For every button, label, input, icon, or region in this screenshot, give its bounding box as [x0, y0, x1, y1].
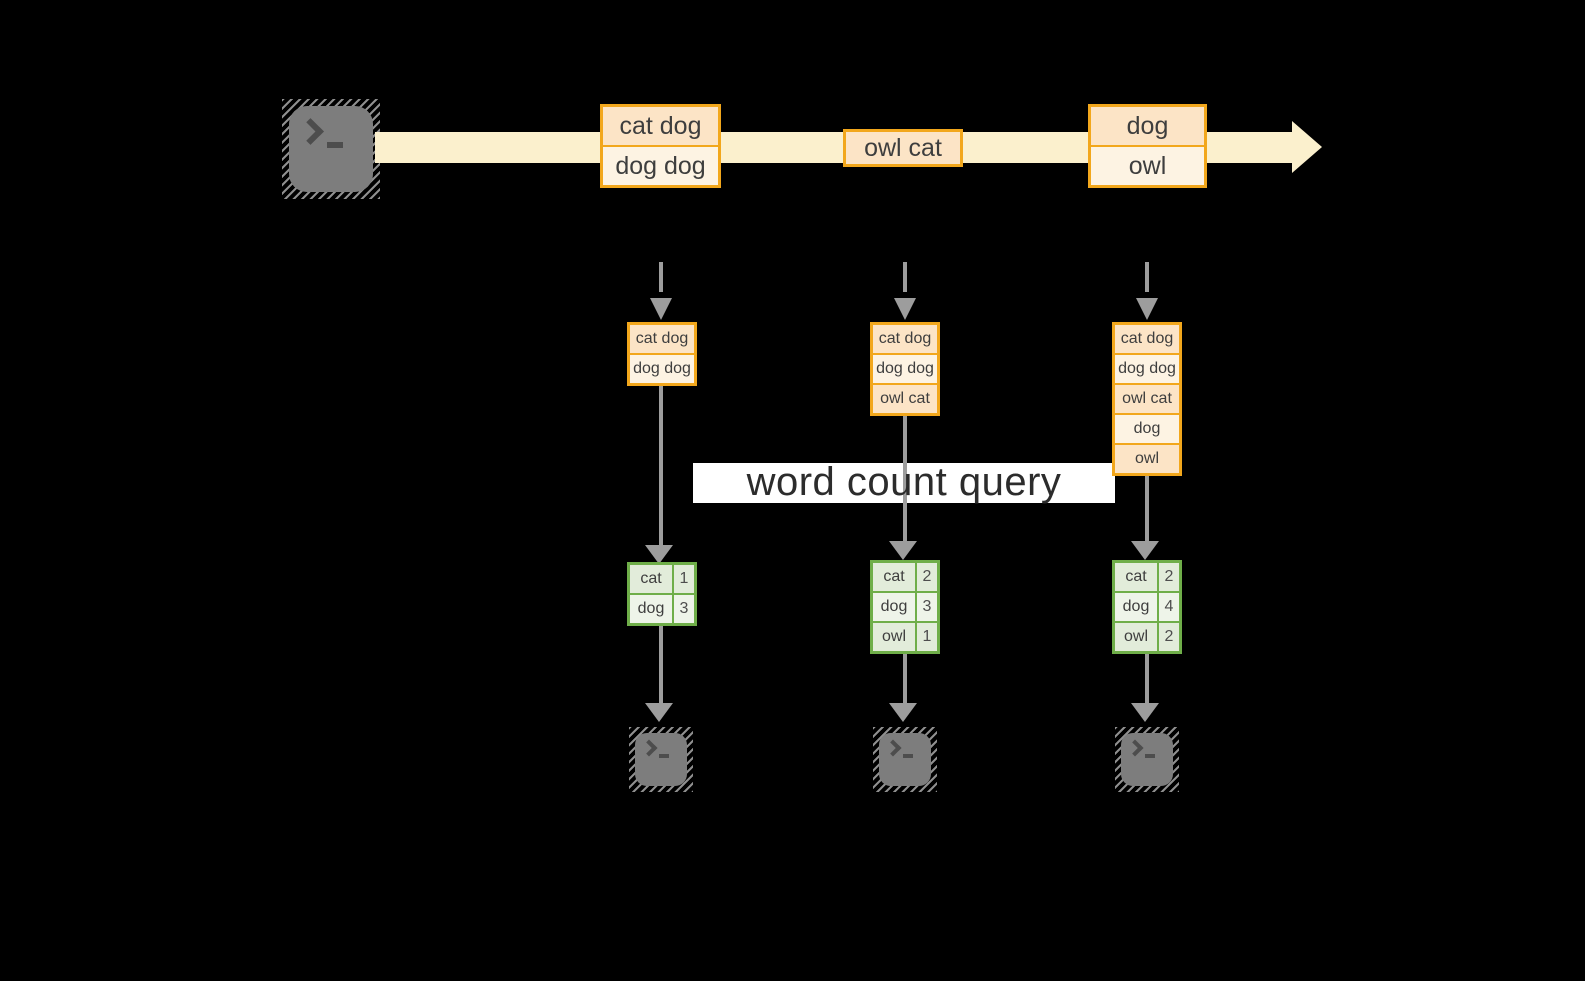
arrowhead-icon: [650, 298, 672, 320]
word-cell: dog: [1115, 593, 1157, 621]
stream-record: owl cat: [846, 132, 960, 164]
arrowhead-icon: [894, 298, 916, 320]
word-count-table-1: cat 1 dog 3: [627, 562, 697, 626]
word-cell: cat: [630, 565, 672, 593]
record-cell: cat dog: [630, 325, 694, 353]
count-cell: 2: [917, 563, 937, 591]
count-cell: 1: [674, 565, 694, 593]
received-records-2: cat dog dog dog owl cat: [870, 322, 940, 416]
word-count-table-3: cat 2 dog 4 owl 2: [1112, 560, 1182, 654]
word-cell: owl: [873, 623, 915, 651]
arrowhead-icon: [889, 703, 917, 722]
word-cell: dog: [630, 595, 672, 623]
stream-arrowhead-icon: [1292, 121, 1322, 173]
record-cell: owl cat: [873, 385, 937, 413]
word-cell: dog: [873, 593, 915, 621]
stream-batch-3: dog owl: [1088, 104, 1207, 188]
output-terminal-icon-3: [1115, 727, 1179, 792]
word-count-table-2: cat 2 dog 3 owl 1: [870, 560, 940, 654]
count-cell: 2: [1159, 563, 1179, 591]
terminal-prompt-icon: [297, 118, 324, 145]
arrowhead-icon: [1131, 541, 1159, 560]
terminal-cursor-icon: [659, 754, 669, 758]
terminal-cursor-icon: [1145, 754, 1155, 758]
record-cell: dog dog: [873, 355, 937, 383]
arrow-down-icon: [1145, 654, 1149, 703]
record-cell: owl cat: [1115, 385, 1179, 413]
arrowhead-icon: [1136, 298, 1158, 320]
dashed-arrow-down-icon: [903, 262, 907, 292]
terminal-screen: [635, 733, 687, 786]
arrow-down-icon: [659, 626, 663, 703]
terminal-prompt-icon: [1126, 739, 1144, 757]
dashed-arrow-down-icon: [659, 262, 663, 292]
arrow-down-icon: [659, 384, 663, 546]
query-label: word count query: [746, 460, 1062, 504]
arrow-down-icon: [903, 654, 907, 703]
stream-record: owl: [1091, 147, 1204, 185]
arrowhead-icon: [1131, 703, 1159, 722]
record-cell: dog dog: [1115, 355, 1179, 383]
record-cell: dog dog: [630, 355, 694, 383]
arrowhead-icon: [645, 545, 673, 564]
output-terminal-icon-1: [629, 727, 693, 792]
terminal-screen: [1121, 733, 1173, 786]
record-cell: owl: [1115, 445, 1179, 473]
terminal-screen: [879, 733, 931, 786]
word-cell: cat: [1115, 563, 1157, 591]
received-records-1: cat dog dog dog: [627, 322, 697, 386]
stream-record: dog: [1091, 107, 1204, 145]
source-terminal-icon: [282, 99, 380, 199]
word-cell: cat: [873, 563, 915, 591]
count-cell: 4: [1159, 593, 1179, 621]
count-cell: 3: [674, 595, 694, 623]
record-cell: dog: [1115, 415, 1179, 443]
terminal-cursor-icon: [903, 754, 913, 758]
received-records-3: cat dog dog dog owl cat dog owl: [1112, 322, 1182, 476]
terminal-prompt-icon: [884, 739, 902, 757]
output-terminal-icon-2: [873, 727, 937, 792]
stream-batch-2: owl cat: [843, 129, 963, 167]
arrow-down-icon: [903, 414, 907, 542]
stream-record: cat dog: [603, 107, 718, 145]
count-cell: 2: [1159, 623, 1179, 651]
record-cell: cat dog: [1115, 325, 1179, 353]
arrow-down-icon: [1145, 476, 1149, 542]
dashed-arrow-down-icon: [1145, 262, 1149, 292]
arrowhead-icon: [889, 541, 917, 560]
terminal-cursor-icon: [327, 142, 343, 148]
count-cell: 1: [917, 623, 937, 651]
stream-record: dog dog: [603, 147, 718, 185]
terminal-screen: [289, 106, 373, 192]
terminal-prompt-icon: [640, 739, 658, 757]
stream-batch-1: cat dog dog dog: [600, 104, 721, 188]
count-cell: 3: [917, 593, 937, 621]
arrowhead-icon: [645, 703, 673, 722]
record-cell: cat dog: [873, 325, 937, 353]
word-cell: owl: [1115, 623, 1157, 651]
